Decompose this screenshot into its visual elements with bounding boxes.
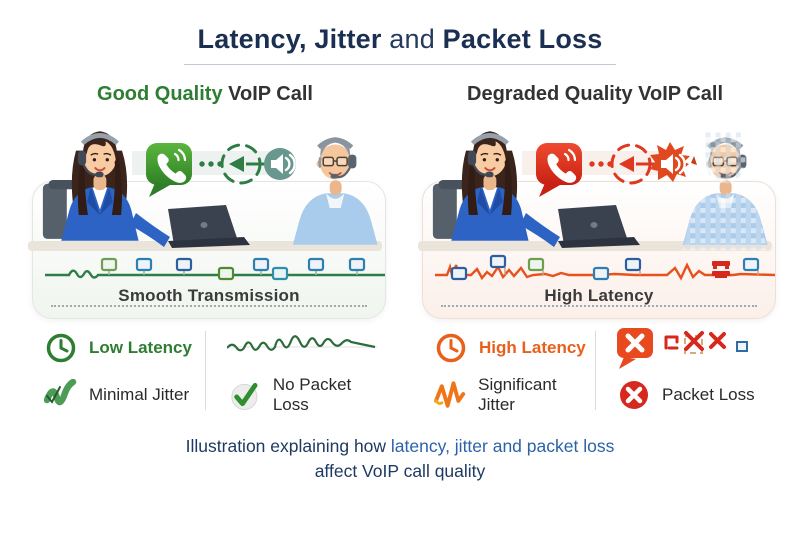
waveform-smooth-graphic [45,257,385,281]
scene-card-good: Smooth Transmission [32,181,386,319]
status-label-degraded: High Latency [544,286,654,305]
error-bubble-icon [617,328,653,369]
waveform-jagged-graphic [435,254,775,281]
legend-label-packet-loss: Packet Loss [662,385,755,404]
caption-line-2: affect VoIP call quality [314,461,486,481]
legend-item-minimal-jitter: Minimal Jitter [44,378,205,412]
scene-card-degraded: High Latency [422,181,776,319]
legend-item-low-latency: Low Latency [44,331,205,365]
legend-label-high-latency: High Latency [479,338,586,357]
transmission-path-icon [199,143,266,185]
legend-item-significant-jitter: Significant Jitter [434,375,595,414]
panel-good-heading-rest: VoIP Call [222,83,313,105]
packet-icons-degraded [450,254,760,281]
legend-degraded: High Latency Significant Jitter [412,328,778,414]
legend-label-minimal-jitter: Minimal Jitter [89,385,190,404]
legend-label-low-latency: Low Latency [89,338,192,357]
title-bold-left: Latency, Jitter [197,24,382,54]
legend-good-left-column: Low Latency Minimal Jitter [22,331,205,412]
distorted-speaker-icon [650,142,697,182]
panel-degraded-quality: Degraded Quality VoIP Call [412,81,778,414]
title-bold-right: Packet Loss [442,24,603,54]
packet-loss-icons-graphic [617,328,748,369]
legend-item-packet-loss: Packet Loss [617,378,778,412]
legend-divider [205,331,206,410]
legend-label-significant-jitter: Significant Jitter [478,375,557,414]
caption: Illustration explaining how latency, jit… [0,434,800,484]
legend-good-right-column: No Packet Loss [205,331,388,414]
panel-good-heading: Good Quality VoIP Call [22,81,388,107]
infographic-page: Latency, Jitter and Packet Loss Good Qua… [0,24,800,557]
legend-item-packet-loss-icons [617,328,778,369]
broken-packet-icon [712,261,730,278]
speaker-icon [264,148,296,180]
legend-item-smooth-wave [227,331,388,365]
dotted-baseline [440,305,758,307]
dropped-packet-x-icon [684,331,704,354]
scene-degraded: High Latency [412,113,778,319]
legend-good: Low Latency Minimal Jitter [22,331,388,414]
panel-good-heading-accent: Good Quality [97,83,223,105]
wall-band [132,151,290,175]
panel-degraded-heading-rest: Degraded Quality VoIP Call [467,83,723,105]
caption-highlight: latency, jitter and packet loss [390,436,615,456]
clock-icon [46,333,76,363]
legend-degraded-left-column: High Latency Significant Jitter [412,331,595,414]
title-connector: and [381,24,443,54]
panel-good-quality: Good Quality VoIP Call [22,81,388,414]
caption-lead: Illustration explaining how [185,436,391,456]
significant-jitter-icon [434,381,466,408]
legend-item-high-latency: High Latency [434,331,595,365]
caption-line-1: Illustration explaining how latency, jit… [0,434,800,459]
packet-outline-icon [736,341,748,352]
minimal-jitter-icon [44,379,77,406]
broken-packet-icon [664,335,679,350]
comparison-panels: Good Quality VoIP Call [0,81,800,414]
legend-degraded-right-column: Packet Loss [595,328,778,412]
status-label-good: Smooth Transmission [118,286,300,305]
check-icon [231,382,258,410]
packet-icons-good [100,257,366,281]
legend-item-no-packet-loss: No Packet Loss [227,375,388,414]
broken-transmission-path-icon [589,143,656,185]
page-title: Latency, Jitter and Packet Loss [0,24,800,55]
wall-band [522,151,680,175]
dotted-baseline [50,305,368,307]
error-x-circle-icon [620,381,648,409]
panel-degraded-heading: Degraded Quality VoIP Call [412,81,778,107]
title-underline [184,64,616,65]
smooth-wave-graphic [227,335,377,352]
clock-icon [436,333,466,363]
legend-divider [595,331,596,410]
legend-label-no-packet-loss: No Packet Loss [272,375,352,414]
x-icon [709,332,726,349]
scene-good: Smooth Transmission [22,113,388,319]
